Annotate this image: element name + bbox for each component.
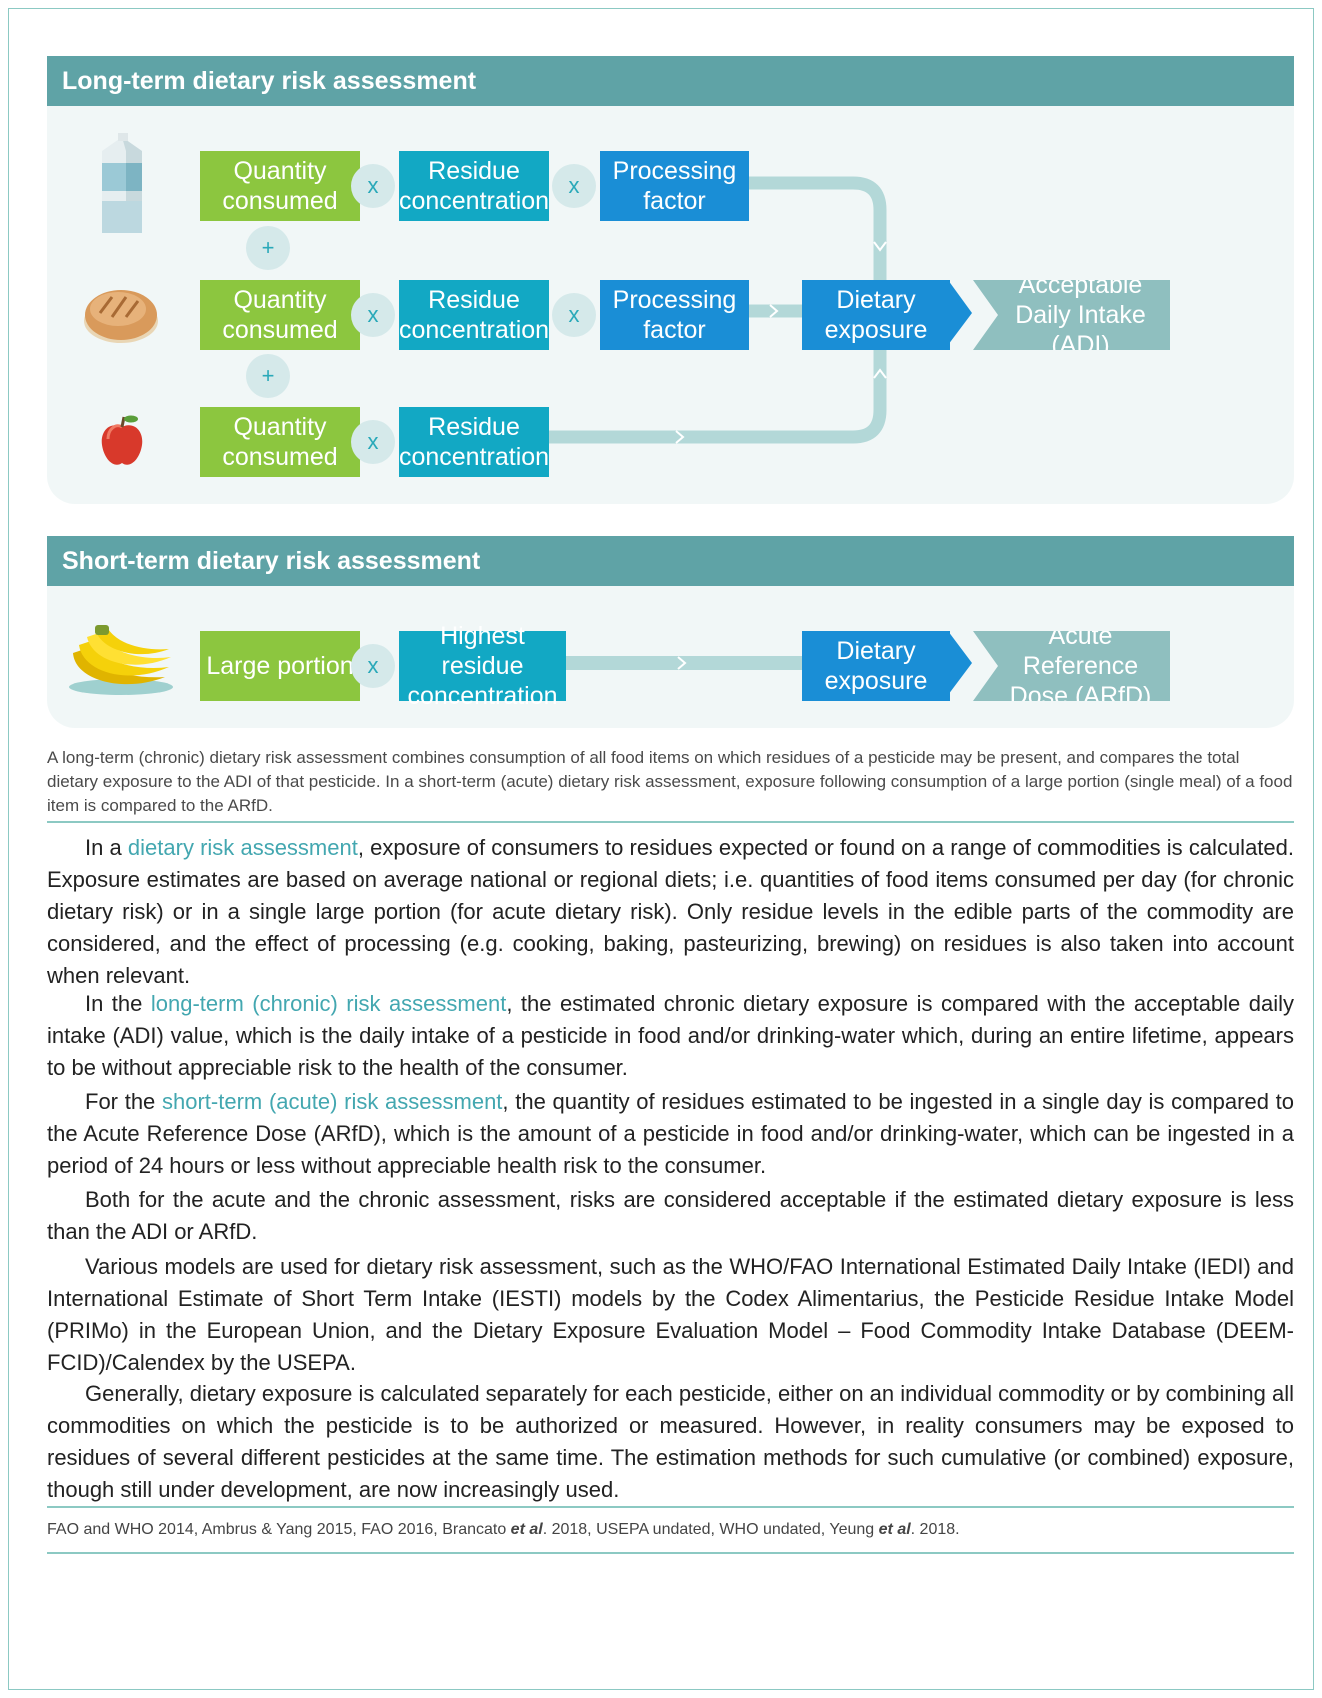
paragraph-3: For the short-term (acute) risk assessme… xyxy=(47,1086,1294,1182)
arfd-label: Acute Reference Dose (ARfD) xyxy=(1009,622,1152,710)
divider xyxy=(47,1552,1294,1554)
paragraph-1: In a dietary risk assessment, exposure o… xyxy=(47,832,1294,992)
dietary-exposure-box-short: Dietary exposure xyxy=(802,631,950,701)
large-portion-box: Large portion xyxy=(200,631,360,701)
term-long-term-risk-assessment[interactable]: long-term (chronic) risk assessment xyxy=(150,991,507,1016)
paragraph-5: Various models are used for dietary risk… xyxy=(47,1254,1294,1375)
text: In the xyxy=(85,991,151,1016)
apple-icon xyxy=(101,415,143,465)
processing-factor-box-1: Processing factor xyxy=(600,151,749,221)
text: , the estimated chronic dietary exposure… xyxy=(47,991,1294,1080)
text: et al xyxy=(510,1521,543,1538)
multiply-operator: x xyxy=(552,293,596,337)
quantity-consumed-box-3: Quantity consumed xyxy=(200,407,360,477)
divider xyxy=(47,821,1294,823)
text: . 2018. xyxy=(910,1521,960,1538)
milk-carton-icon xyxy=(102,133,142,233)
quantity-consumed-box-1: Quantity consumed xyxy=(200,151,360,221)
arfd-box: Acute Reference Dose (ARfD) xyxy=(973,631,1170,701)
processing-factor-box-2: Processing factor xyxy=(600,280,749,350)
plus-operator: + xyxy=(246,354,290,398)
text: , exposure of consumers to residues expe… xyxy=(47,835,1295,988)
residue-concentration-box-3: Residue concentration xyxy=(399,407,549,477)
text: , the quantity of residues estimated to … xyxy=(47,1089,1295,1178)
text: In a xyxy=(85,835,128,860)
multiply-operator: x xyxy=(552,164,596,208)
paragraph-6: Generally, dietary exposure is calculate… xyxy=(47,1381,1295,1502)
page-frame xyxy=(8,8,1314,1690)
short-term-header: Short-term dietary risk assessment xyxy=(47,536,1294,586)
highest-residue-box: Highest residue concentration xyxy=(399,622,566,710)
references: FAO and WHO 2014, Ambrus & Yang 2015, FA… xyxy=(47,1519,1294,1541)
long-term-connectors xyxy=(548,176,972,695)
text: et al xyxy=(878,1521,911,1538)
paragraph-2: In the long-term (chronic) risk assessme… xyxy=(47,988,1294,1084)
term-dietary-risk-assessment[interactable]: dietary risk assessment xyxy=(127,835,358,860)
bread-icon xyxy=(84,290,158,343)
bananas-icon xyxy=(69,625,173,695)
figure-caption: A long-term (chronic) dietary risk asses… xyxy=(47,748,1293,815)
divider xyxy=(47,1506,1294,1508)
long-term-header: Long-term dietary risk assessment xyxy=(47,56,1294,106)
adi-box: Acceptable Daily Intake (ADI) xyxy=(973,280,1170,350)
text: FAO and WHO 2014, Ambrus & Yang 2015, FA… xyxy=(47,1521,511,1538)
text: . 2018, USEPA undated, WHO undated, Yeun… xyxy=(542,1521,879,1538)
text: For the xyxy=(85,1089,162,1114)
residue-concentration-box-2: Residue concentration xyxy=(399,280,549,350)
dietary-exposure-box-long: Dietary exposure xyxy=(802,280,950,350)
quantity-consumed-box-2: Quantity consumed xyxy=(200,280,360,350)
adi-label: Acceptable Daily Intake (ADI) xyxy=(1015,271,1146,359)
multiply-operator: x xyxy=(351,420,395,464)
multiply-operator: x xyxy=(351,644,395,688)
paragraph-4: Both for the acute and the chronic asses… xyxy=(47,1187,1294,1244)
residue-concentration-box-1: Residue concentration xyxy=(399,151,549,221)
multiply-operator: x xyxy=(351,293,395,337)
plus-operator: + xyxy=(246,226,290,270)
multiply-operator: x xyxy=(351,164,395,208)
term-short-term-risk-assessment[interactable]: short-term (acute) risk assessment xyxy=(162,1089,503,1114)
